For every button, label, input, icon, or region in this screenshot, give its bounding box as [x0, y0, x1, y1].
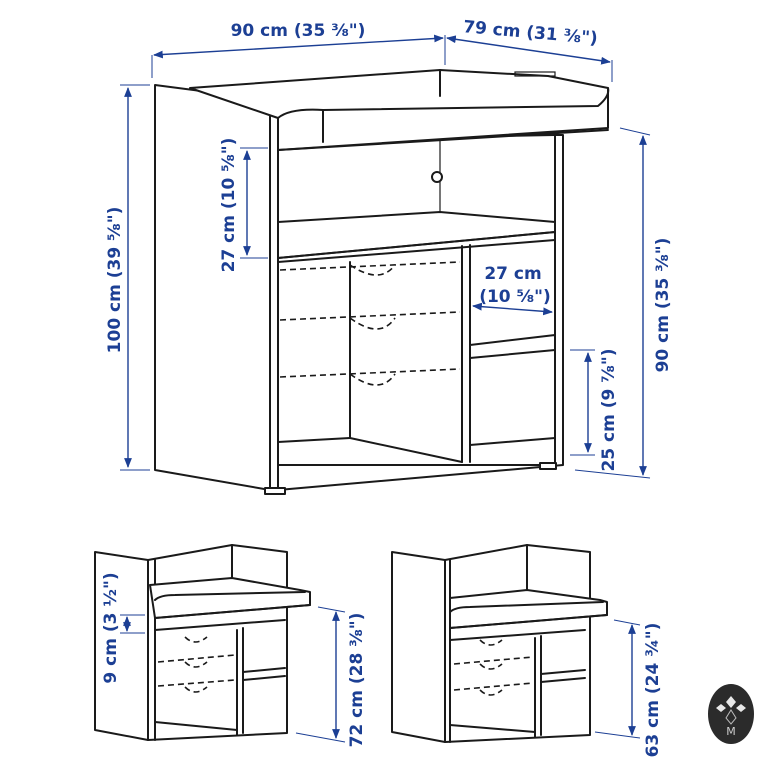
compartment-width-label-2: (10 ⅝") [479, 287, 551, 307]
variant-b-drawing: 63 cm (24 ¾") [391, 544, 663, 758]
watermark-logo-icon: M [708, 684, 754, 744]
width-label: 90 cm (35 ⅜") [231, 21, 366, 41]
variant-a-drawing: 9 cm (3 ½") 72 cm (28 ⅜") [94, 544, 367, 748]
variant-b-height-label: 63 cm (24 ¾") [643, 623, 663, 758]
main-changing-table-drawing [154, 69, 610, 495]
table-height-label: 90 cm (35 ⅜") [653, 238, 673, 373]
total-height-label: 100 cm (39 ⅝") [105, 207, 125, 354]
variant-a-shelf-gap-label: 9 cm (3 ½") [101, 572, 121, 683]
variant-a-height-label: 72 cm (28 ⅜") [347, 613, 367, 748]
compartment-height-label: 25 cm (9 ⅞") [599, 348, 619, 471]
watermark-letter: M [726, 725, 736, 738]
depth-label: 79 cm (31 ⅜") [462, 17, 598, 49]
compartment-width-label-1: 27 cm [484, 264, 541, 284]
upper-opening-label: 27 cm (10 ⅝") [219, 138, 239, 273]
